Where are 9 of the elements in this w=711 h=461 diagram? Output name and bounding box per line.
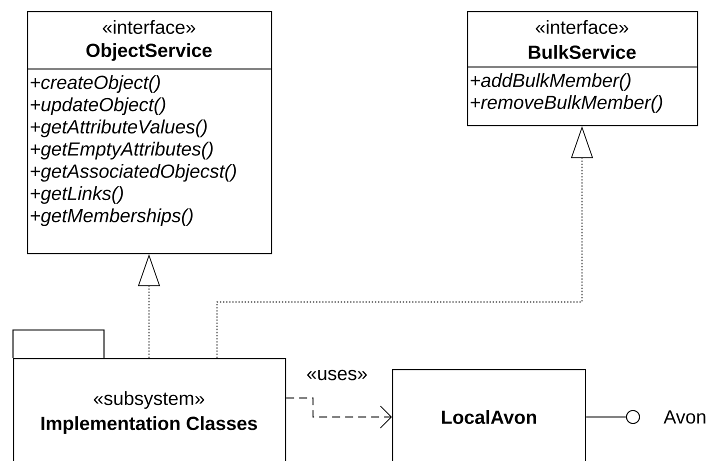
edge-label: «uses» — [305, 368, 369, 382]
class-box: «interface» ObjectService +createObject() +updateObject() +getAttributeValues() +getEmptyAttributes() +getAssociatedObjecst() +getLinks() +getMemberships() — [27, 11, 272, 254]
class-box: «interface» BulkService +addBulkMember() +removeBulkMember() — [467, 11, 698, 126]
package-box: «subsystem» Implementation Classes — [12, 329, 286, 461]
connector-line — [586, 416, 626, 418]
component-box: LocalAvon — [392, 369, 586, 461]
interface-circle — [626, 410, 640, 424]
dependency-arrow — [286, 398, 392, 428]
interface-label: Avon — [664, 410, 706, 424]
